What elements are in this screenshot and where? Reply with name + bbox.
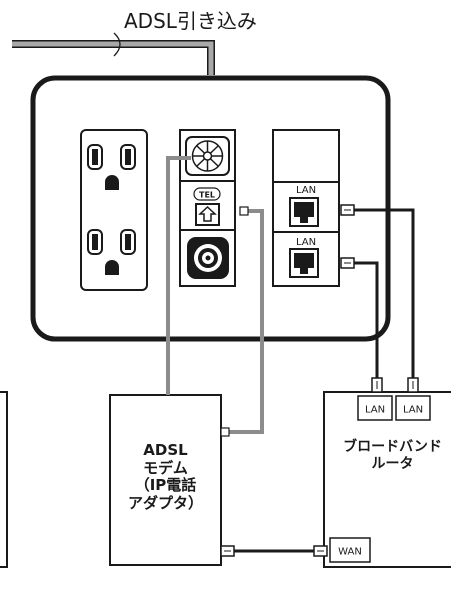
tel-jack-icon (195, 203, 220, 226)
incoming-adsl-pipe (12, 40, 215, 75)
outlet-socket-upper (87, 144, 136, 190)
adsl-label-leader (113, 32, 121, 57)
outlet-socket-lower (87, 229, 136, 275)
router-lan-port-1 (357, 395, 393, 421)
rj45-plug-icon (407, 377, 419, 393)
rj45-plug-icon (340, 257, 355, 269)
router-label: ブロードバンド ルータ (334, 439, 451, 472)
modem-tel-connector (220, 427, 230, 437)
router-label-line-1: ブロードバンド (343, 439, 442, 455)
tel-cable-from-modem (227, 209, 264, 434)
tel-out-connector (239, 206, 249, 216)
lan-module: LAN LAN (272, 129, 340, 287)
router-lan-port-2-label: LAN (403, 405, 423, 416)
modem-label-line-1: ADSL (143, 441, 188, 459)
adsl-cable-to-modem (166, 156, 191, 395)
phone-module: TEL (179, 129, 236, 287)
tel-label: TEL (199, 191, 215, 200)
router-wan-port-label: WAN (338, 547, 362, 558)
power-outlet (80, 129, 148, 291)
rj45-plug-icon (340, 204, 355, 216)
lan-jack-lower-label: LAN (296, 237, 316, 248)
rj45-plug-icon (313, 545, 328, 557)
tel-label-badge (193, 187, 221, 201)
lan-cable-upper (354, 208, 415, 378)
lan-jack-upper-label: LAN (296, 185, 316, 196)
lan-jack-upper-icon (289, 197, 319, 227)
modem-label: ADSL モデム （IP電話 アダプタ） (110, 441, 221, 513)
adsl-line-label: ADSL引き込み (124, 9, 257, 33)
fan-icon (185, 136, 230, 176)
adsl-modem (109, 394, 222, 566)
lan-cable-lower (354, 261, 379, 378)
coax-port-icon (187, 237, 229, 279)
router-label-line-2: ルータ (371, 455, 414, 472)
rj45-plug-icon (220, 545, 235, 557)
router-lan-port-1-label: LAN (365, 405, 385, 416)
rj45-plug-icon (371, 377, 383, 393)
modem-label-line-4: アダプタ） (127, 494, 203, 513)
partial-device-left (0, 391, 8, 568)
modem-label-line-3: （IP電話 (134, 476, 197, 495)
modem-label-line-2: モデム (143, 458, 188, 477)
router-lan-port-2 (395, 395, 431, 421)
router-wan-port (329, 537, 371, 563)
lan-jack-lower-icon (289, 248, 319, 278)
